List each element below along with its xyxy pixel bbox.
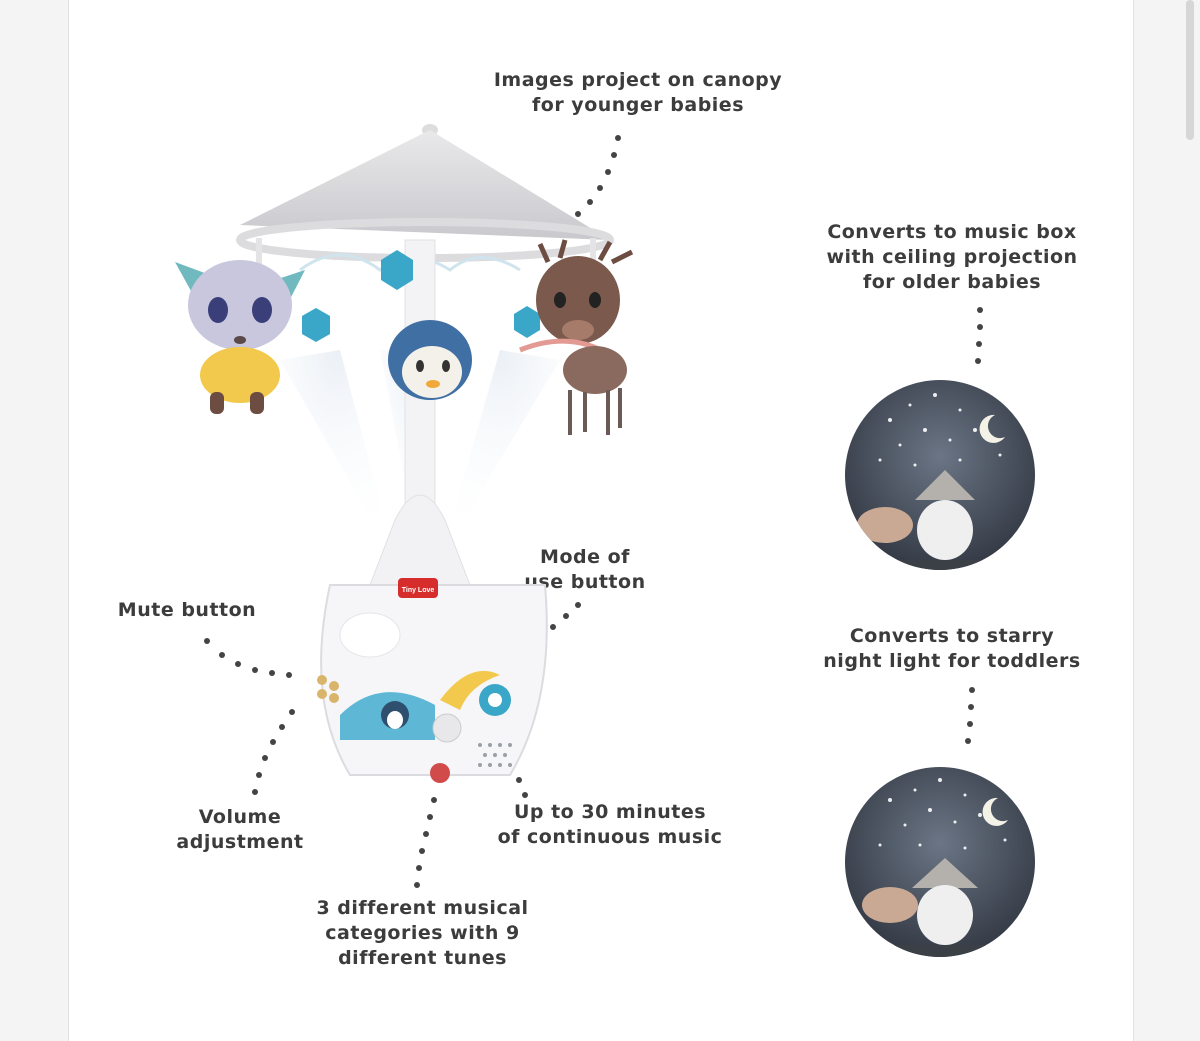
penguin-toy (388, 320, 472, 400)
reindeer-toy (519, 239, 634, 435)
snowflake-icon (302, 250, 540, 342)
label-volume: Volume adjustment (176, 806, 304, 853)
label-mode: Mode of use button (524, 546, 646, 593)
speaker-grille-icon (478, 743, 512, 767)
label-starry: Converts to starry night light for toddl… (823, 625, 1081, 672)
scrollbar[interactable] (1186, 0, 1194, 140)
label-musical: 3 different musical categories with 9 di… (316, 897, 529, 969)
label-duration: Up to 30 minutes of continuous music (497, 801, 723, 848)
mobile-base: Tiny Love (320, 578, 548, 776)
moon-icon (979, 414, 1005, 443)
music-note-button[interactable] (430, 763, 450, 783)
fox-toy (175, 260, 305, 414)
volume-buttons[interactable] (317, 675, 339, 703)
brand-badge (398, 578, 438, 598)
mute-button[interactable] (432, 713, 462, 743)
svg-text:Tiny Love: Tiny Love (402, 587, 435, 594)
label-canopy: Images project on canopy for younger bab… (493, 69, 783, 116)
moon-icon (982, 797, 1008, 826)
light-beam (280, 350, 395, 560)
label-mute: Mute button (117, 599, 257, 621)
label-music-box: Converts to music box with ceiling proje… (826, 221, 1078, 293)
